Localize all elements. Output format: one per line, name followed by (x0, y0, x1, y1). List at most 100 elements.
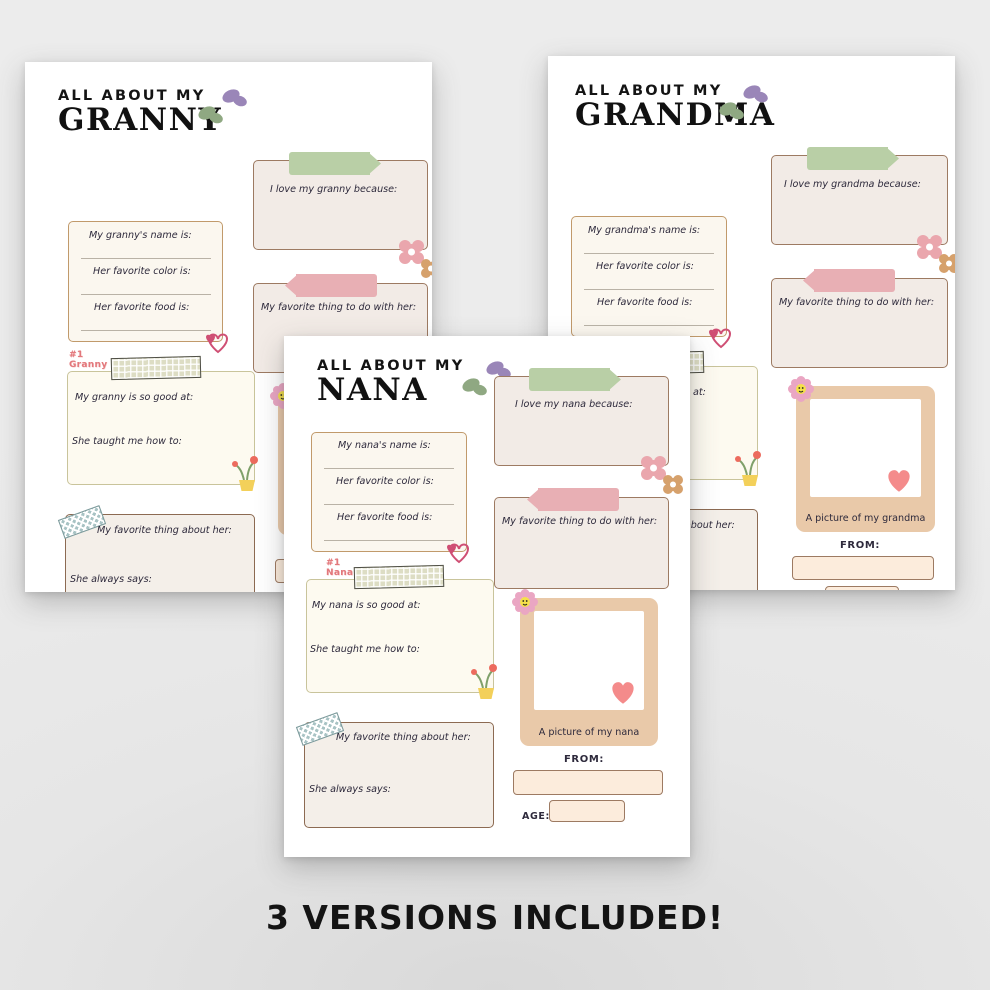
poster-caption: 3 VERSIONS INCLUDED! (265, 898, 725, 937)
color-write-line[interactable] (81, 294, 211, 295)
age-input[interactable] (825, 586, 899, 590)
from-label: FROM: (840, 540, 880, 551)
heart-outline-icon (206, 333, 229, 354)
photo-frame-grandma[interactable]: A picture of my grandma (796, 386, 935, 532)
badge-number: #1 (69, 350, 84, 360)
food-prompt: Her favorite food is: (94, 302, 190, 313)
color-prompt: Her favorite color is: (93, 266, 191, 277)
name-write-line[interactable] (584, 253, 714, 254)
flag-tip (886, 147, 899, 170)
love-because-box-grandma[interactable] (771, 155, 948, 245)
age-label: AGE: (522, 811, 550, 822)
flag-tab-pink (285, 274, 377, 297)
food-prompt: Her favorite food is: (597, 297, 693, 308)
heart-outline-icon (709, 328, 732, 349)
food-write-line[interactable] (324, 540, 454, 541)
love-because-box-nana[interactable] (494, 376, 669, 466)
flag-tab-pink (527, 488, 619, 511)
color-prompt: Her favorite color is: (336, 476, 434, 487)
badge-number: #1 (326, 558, 341, 568)
daisy-icon (512, 589, 538, 615)
food-write-line[interactable] (81, 330, 211, 331)
flag-tip (285, 274, 298, 297)
flag-body (296, 274, 377, 297)
age-input[interactable] (549, 800, 625, 822)
good-at-prompt: My nana is so good at: (312, 600, 421, 611)
printable-sheet-nana: ALL ABOUT MY NANA My nana's name is: Her… (284, 336, 690, 857)
good-at-box-granny[interactable] (67, 371, 255, 485)
potted-plant-icon (471, 664, 497, 699)
heart-icon (888, 470, 910, 492)
butterfly-icon (198, 89, 247, 124)
flag-body (289, 152, 370, 175)
flag-body (807, 147, 888, 170)
name-write-line[interactable] (81, 258, 211, 259)
potted-plant-icon (735, 451, 761, 486)
love-because-box-granny[interactable] (253, 160, 428, 250)
heart-icon (612, 682, 634, 704)
taught-prompt: She taught me how to: (310, 644, 420, 655)
fav-thing-todo-box-grandma[interactable] (771, 278, 948, 368)
potted-plant-icon (232, 456, 258, 491)
name-prompt: My granny's name is: (89, 230, 192, 241)
badge-nana: #1 Nana (326, 558, 353, 578)
food-prompt: Her favorite food is: (337, 512, 433, 523)
flag-tip (527, 488, 540, 511)
love-prompt: I love my nana because: (515, 399, 633, 410)
food-write-line[interactable] (584, 325, 714, 326)
flag-tab-pink (803, 269, 895, 292)
fav-thing-prompt: My favorite thing to do with her: (502, 516, 658, 527)
about-her-box-granny[interactable] (68, 221, 223, 342)
flag-tip (368, 152, 381, 175)
flower-cluster-icon (399, 240, 432, 278)
washi-tape-checkered (353, 564, 445, 590)
title-line-big: NANA (317, 372, 428, 408)
photo-caption: A picture of my grandma (805, 513, 926, 524)
flag-body (538, 488, 619, 511)
name-prompt: My nana's name is: (338, 440, 431, 451)
color-write-line[interactable] (584, 289, 714, 290)
flower-cluster-icon (917, 235, 955, 273)
flag-body (529, 368, 610, 391)
always-says-prompt: She always says: (70, 574, 152, 585)
butterfly-icon (462, 361, 511, 396)
taught-prompt: She taught me how to: (72, 436, 182, 447)
daisy-icon (788, 376, 814, 402)
color-write-line[interactable] (324, 504, 454, 505)
photo-caption: A picture of my nana (538, 727, 640, 738)
title-line-big: GRANNY (58, 102, 223, 138)
heart-outline-icon (447, 543, 470, 564)
good-at-box-nana[interactable] (306, 579, 494, 693)
sheet-title-granny: ALL ABOUT MY GRANNY (58, 88, 223, 138)
love-prompt: I love my granny because: (270, 184, 398, 195)
sheet-title-nana: ALL ABOUT MY NANA (317, 358, 465, 408)
fav-about-prompt: My favorite thing about her: (97, 525, 232, 536)
name-write-line[interactable] (324, 468, 454, 469)
badge-granny: #1 Granny (69, 350, 107, 370)
from-input[interactable] (792, 556, 934, 580)
good-at-prompt: My granny is so good at: (75, 392, 194, 403)
flag-body (814, 269, 895, 292)
flower-cluster-icon (641, 456, 683, 494)
butterfly-icon (719, 85, 768, 120)
flag-tip (608, 368, 621, 391)
flag-tip (803, 269, 816, 292)
from-input[interactable] (513, 770, 663, 795)
fav-thing-todo-box-nana[interactable] (494, 497, 669, 589)
about-her-box-nana[interactable] (311, 432, 467, 552)
name-prompt: My grandma's name is: (588, 225, 701, 236)
title-line-small: ALL ABOUT MY (317, 358, 465, 374)
favorite-thing-box-nana[interactable] (304, 722, 494, 828)
flag-tab-green (289, 152, 381, 175)
from-label: FROM: (564, 754, 604, 765)
love-prompt: I love my grandma because: (784, 179, 921, 190)
fav-about-prompt: My favorite thing about her: (336, 732, 471, 743)
about-her-box-grandma[interactable] (571, 216, 727, 337)
flag-tab-green (807, 147, 899, 170)
photo-frame-nana[interactable]: A picture of my nana (520, 598, 658, 746)
fav-thing-prompt: My favorite thing to do with her: (779, 297, 935, 308)
color-prompt: Her favorite color is: (596, 261, 694, 272)
flag-tab-green (529, 368, 621, 391)
fav-thing-prompt: My favorite thing to do with her: (261, 302, 417, 313)
